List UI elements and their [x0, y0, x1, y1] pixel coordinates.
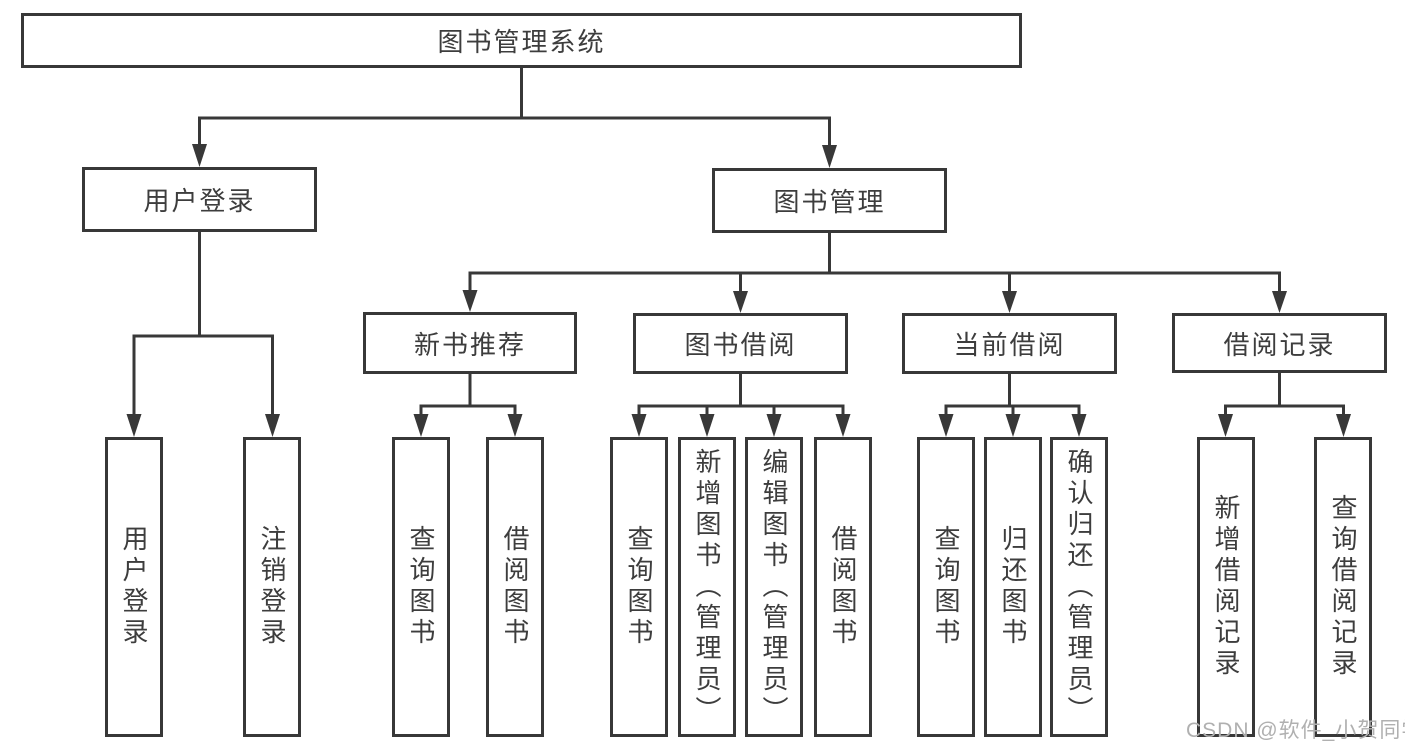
- leaf-confirm-return-admin: 确认归还（管理员）: [1050, 437, 1108, 737]
- leaf-logout-label: 注销登录: [257, 525, 287, 649]
- watermark: CSDN @软件_小贺同学: [1186, 719, 1405, 742]
- leaf-query-books-borrow: 查询图书: [610, 437, 668, 737]
- leaf-add-book-admin: 新增图书（管理员）: [678, 437, 736, 737]
- leaf-logout: 注销登录: [243, 437, 301, 737]
- leaf-query-books-borrow-label: 查询图书: [624, 525, 654, 649]
- node-user-login-branch: 用户登录: [82, 167, 317, 232]
- node-current-borrow: 当前借阅: [902, 313, 1117, 374]
- leaf-return-book: 归还图书: [984, 437, 1042, 737]
- node-borrow-records: 借阅记录: [1172, 313, 1387, 373]
- leaf-user-login: 用户登录: [105, 437, 163, 737]
- arrowhead-icons: [126, 144, 1351, 437]
- leaf-query-borrow-record-label: 查询借阅记录: [1328, 494, 1358, 680]
- leaf-edit-book-admin: 编辑图书（管理员）: [745, 437, 803, 737]
- leaf-borrow-books-recommend-label: 借阅图书: [500, 525, 530, 649]
- leaf-query-books-current: 查询图书: [917, 437, 975, 737]
- leaf-query-books-recommend-label: 查询图书: [406, 525, 436, 649]
- leaf-add-borrow-record: 新增借阅记录: [1197, 437, 1255, 737]
- leaf-user-login-label: 用户登录: [119, 525, 149, 649]
- leaf-add-book-admin-label: 新增图书（管理员）: [692, 447, 722, 727]
- leaf-query-books-recommend: 查询图书: [392, 437, 450, 737]
- leaf-return-book-label: 归还图书: [998, 525, 1028, 649]
- leaf-query-books-current-label: 查询图书: [931, 525, 961, 649]
- leaf-edit-book-admin-label: 编辑图书（管理员）: [759, 447, 789, 727]
- node-book-management-branch: 图书管理: [712, 168, 947, 233]
- node-system-root: 图书管理系统: [21, 13, 1022, 68]
- node-book-borrow: 图书借阅: [633, 313, 848, 374]
- node-new-book-recommend: 新书推荐: [363, 312, 577, 374]
- leaf-query-borrow-record: 查询借阅记录: [1314, 437, 1372, 737]
- leaf-confirm-return-admin-label: 确认归还（管理员）: [1064, 447, 1094, 727]
- leaf-borrow-books: 借阅图书: [814, 437, 872, 737]
- leaf-borrow-books-label: 借阅图书: [828, 525, 858, 649]
- leaf-add-borrow-record-label: 新增借阅记录: [1211, 494, 1241, 680]
- leaf-borrow-books-recommend: 借阅图书: [486, 437, 544, 737]
